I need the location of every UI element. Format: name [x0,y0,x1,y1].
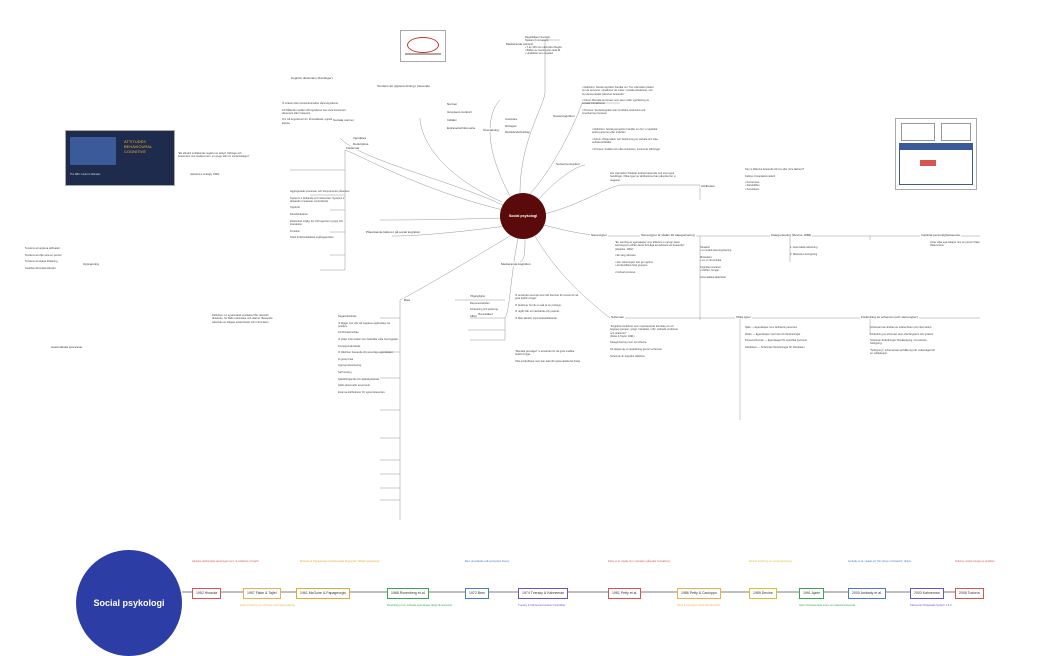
branch-kognitiv-dissonans[interactable]: Kognitiv dissonans (Festinger) [290,76,334,80]
timeline-year-1961[interactable]: 1961 McGuire & Papageorgis [296,588,350,599]
abc-caption: The ABC model of attitudes [70,173,101,176]
timeline-year-1972[interactable]: 1972 Bem [465,588,489,599]
timeline-year-1981[interactable]: 1981 Petty et al. [608,588,642,599]
tl-note-1991: Ajzen introducerade teorin om planerat b… [799,604,856,607]
branch-automatiska[interactable]: Automatiska processer [50,345,84,349]
social-kognition-text: • Definition: Social kognition handlar o… [582,86,654,116]
tl-note-1957: Fiske forskning om scheman och kategoris… [240,604,296,607]
scheman-typer-text: Själv — Egenskaper som definierar person… [745,326,808,349]
kahneman-text: "Mentala genvägar" vi använder för att g… [515,350,581,363]
timeline-year-1952[interactable]: 1952 Hinacke [192,588,222,599]
timeline-circle-label: Social psykologi [93,598,165,608]
kognitiv-text: Vi strävar efter konsonantmellan våra ko… [282,102,349,125]
fordomar-details: Aggregerade processer och komponenter på… [290,190,350,240]
branch-upprepning[interactable]: Upprepning [82,262,100,266]
norm-injunktiva[interactable]: Injunktiva [352,136,368,140]
timeline-year-1974[interactable]: 1974 Tversky & Kahneman [518,588,569,599]
abc-title: ATTITUDES BEHAVIOURAL COGNITIVE [124,139,153,154]
branch-stereotyper[interactable]: Stereotyper [590,233,608,237]
tl-note-1989: Devine forskning om stereotypisering. [749,560,793,563]
tl-note-1952: Hinacke definierade stereotyper som "a c… [192,560,260,563]
branch-overtalning[interactable]: Övertalning [482,128,500,132]
fordomar-ref: (Hewstone & Eagly 1999) [190,173,220,176]
timeline-year-1991[interactable]: 1991 Ajzen [799,588,825,599]
timeline-circle[interactable]: Social psykologi [76,550,182,656]
timeline-year-1989[interactable]: 1989 Devine [749,588,777,599]
scheman-forandring[interactable]: Förändring av scheman (och stereotyper) [860,315,919,319]
branch-sociala-normer[interactable]: Sociala normer [332,118,355,122]
timeline-year-1968[interactable]: 1968 Rosenberg et al. [387,588,430,599]
branch-medierande-kognition[interactable]: Medierande kognition [500,262,532,266]
center-title: Social psykologi [508,214,538,218]
slide-thumbnail-abc[interactable]: ATTITUDES BEHAVIOURAL COGNITIVE The ABC … [65,130,175,186]
stereotyp-kategorisering[interactable]: Kategorisering (Devine 1989) [770,233,813,237]
attribution-kelley: Kan vi tillskriva beteende till inre ell… [745,168,805,191]
timeline-year-1986[interactable]: 1986 Petty & Cacioppo [677,588,721,599]
tl-note-1968: Rosenberg et al. ordnade egenskaper läng… [387,604,453,607]
grupp-initiativ[interactable]: Initiativ [446,118,458,122]
tl-note-1981: Petty et al. visade hur motivation påver… [608,560,671,563]
grupp-kontroll[interactable]: Gruppens kontroll [446,110,473,114]
branch-scheman[interactable]: Scheman [610,315,626,319]
branch-medierande[interactable]: Medierande kontext [505,42,535,46]
branch-social-kognition[interactable]: Social kognition [552,114,576,118]
bias-definition: Definition: en systematisk avvikelse frå… [212,314,273,324]
slide-thumbnail-diagram[interactable] [400,30,446,62]
tl-note-1986: Petty & Cacioppo introducerade ELM. [677,604,721,607]
timeline-year-2008[interactable]: 2008 Todorov [955,588,985,599]
branch-paverkande[interactable]: Påverkande faktorer på social kognition [365,230,422,234]
tl-note-1961: McGuire & Papageorgis introducerade begr… [300,560,381,563]
timeline-year-2003[interactable]: 2003 Kahneman [910,588,944,599]
forandring-text: Scheman kan ändras av erfarenheter och i… [870,326,935,356]
tl-note-2000: Ambady et al. visade att "thin slices of… [848,560,912,563]
stereotyp-heuristik[interactable]: Stereotyper är sådan för kategorisering [640,233,696,237]
grupp-normer[interactable]: Normer [446,102,459,106]
branch-bias[interactable]: Bias [403,298,412,302]
fordomar-quote: "Ett allmänt omfattande negativt av atti… [178,152,250,159]
center-node[interactable]: Social psykologi [500,193,546,239]
scheman-typer[interactable]: Olika typer [735,315,752,319]
branch-heuristiker[interactable]: Heuristiker [477,312,494,316]
medierande-text: Regelföljare (Sverige)Spelare (Innovatio… [525,36,562,56]
heuristiker-text: Vi använder exempel som lätt kommer till… [515,294,579,321]
stereotyp-implicita[interactable]: Implicita personlighetsteorier [920,233,962,237]
tl-note-2003: Kahneman fördjupade System 1 & 2. [910,604,953,607]
tl-note-2008: Todorov: bedömningar av ansikten. [955,560,996,563]
branch-social-perception[interactable]: Social perception [555,162,581,166]
attribution-text: Hur människor förklarar andras beteende … [610,172,676,182]
tl-note-1974: Tversky & Kahneman beskrev heuristiker. [518,604,566,607]
implicita-text: Antar vilka egenskaper hos en person föl… [930,241,980,248]
social-perception-text: • Definition: Social perception handlar … [592,128,661,151]
timeline-year-2000[interactable]: 2000 Ambady et al. [848,588,886,599]
scheman-text: "Kognitiva strukturer som representerar … [610,325,679,358]
branch-fordomar[interactable]: Fördomar [345,146,361,150]
slide-thumbnail-table[interactable] [895,118,977,190]
norm-deskriptiva[interactable]: Deskriptiva [352,142,370,146]
grupp-extraverta[interactable]: Extraverta/Introverta [446,126,477,130]
timeline-year-1957[interactable]: 1957 Fiske & Tajfel [243,588,281,599]
stereotyper-text: "En samling av egenskaper som tillskrivs… [615,241,685,274]
branch-grupp[interactable]: Tendens att uppleva ökning i beteende [376,84,431,88]
branch-attribution[interactable]: Attribution [700,184,716,188]
tl-note-1972: Bem utvecklade self-perception theory. [465,560,510,563]
